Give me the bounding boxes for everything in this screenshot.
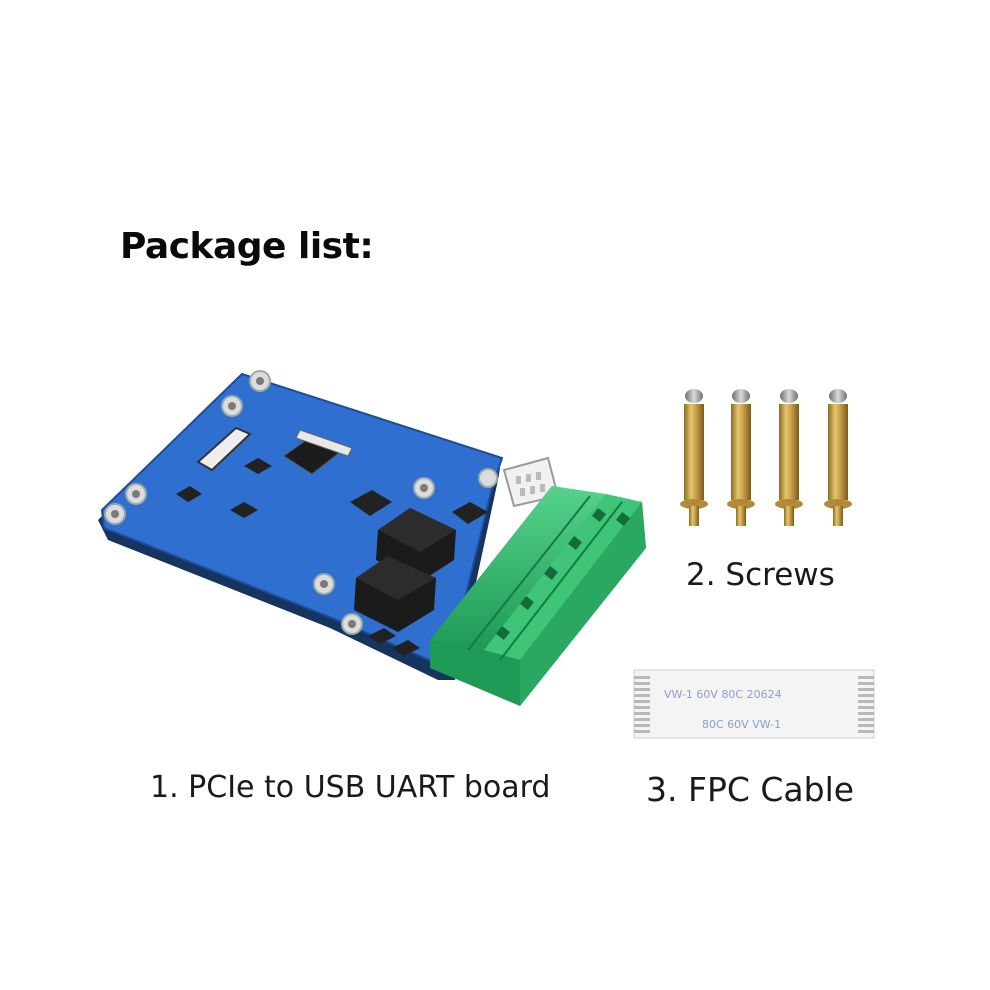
pin-header	[295, 429, 353, 457]
screw-1	[680, 389, 708, 526]
screw-3	[775, 389, 803, 526]
pcie-usb-uart-board	[98, 370, 560, 680]
screw-2	[727, 389, 755, 526]
board-face	[100, 372, 504, 670]
terminal-blocks	[430, 486, 646, 706]
caption-cable: 3. FPC Cable	[646, 770, 855, 809]
chip-2	[350, 490, 392, 516]
cable-print-bottom: 80C 60V VW-1	[702, 718, 781, 731]
fpc-connector	[196, 426, 252, 472]
cable-print-top: VW-1 60V 80C 20624	[664, 688, 782, 701]
screw-4	[824, 389, 852, 526]
caption-board: 1. PCIe to USB UART board	[150, 770, 551, 805]
mounting-holes	[104, 370, 498, 635]
chip-4	[244, 458, 272, 474]
caption-screws: 2. Screws	[686, 557, 835, 593]
chip-3	[452, 502, 488, 524]
fpc-cable: VW-1 60V 80C 20624 80C 60V VW-1	[633, 669, 875, 739]
screws-group	[680, 389, 852, 526]
chip-5	[176, 486, 202, 502]
chip-6	[230, 502, 258, 518]
package-list-title: Package list:	[120, 226, 374, 267]
